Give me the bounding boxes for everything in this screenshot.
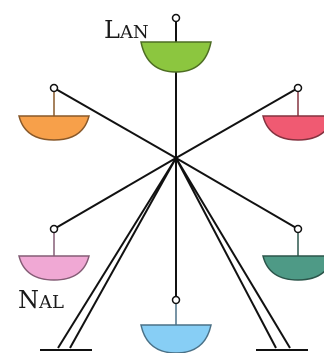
gondola-lower-left [18,232,90,281]
gondola-upper-right [262,91,324,141]
label-bottom-left: NAL [18,286,64,314]
spokes [53,18,299,300]
pivot-upper-left [49,83,59,93]
spoke-upper-left [53,87,177,159]
support-legs [40,157,308,351]
pivot-lower-right [293,224,303,234]
gondola-lower-right [262,232,324,281]
support-leg-right-outer [175,157,291,349]
gondola-top [140,41,212,73]
support-leg-left-inner [69,157,177,349]
gondola-bottom [140,303,212,353]
spoke-lower-left [53,157,177,230]
label-top-rest: AN [119,22,149,43]
gondola-car [18,255,90,281]
pivot-bottom [171,295,181,305]
label-bottom-left-rest: AL [38,292,64,313]
gondola-car [18,115,90,141]
support-leg-left-outer [57,157,177,349]
spoke-upper-right [175,87,299,159]
gondola-car [262,115,324,141]
gondolas [18,41,324,353]
gondola-car [140,324,212,353]
pivots [49,13,303,305]
label-bottom-left-initial: N [18,286,39,314]
pivot-lower-left [49,224,59,234]
gondola-car [262,255,324,281]
pivot-upper-right [293,83,303,93]
label-top: LAN [104,16,149,44]
support-leg-right-inner [175,157,277,349]
label-top-initial: L [104,16,120,44]
gondola-upper-left [18,91,90,141]
pivot-top [171,13,181,23]
gondola-car [140,41,212,73]
spoke-lower-right [175,157,299,230]
